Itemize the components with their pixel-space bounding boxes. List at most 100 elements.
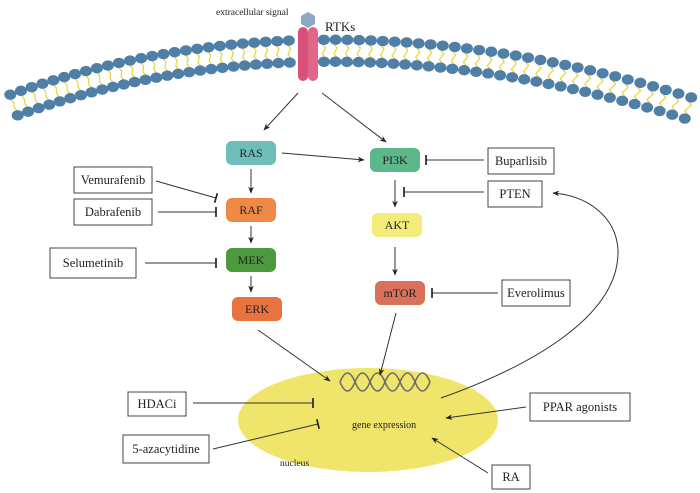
lipid-tail [96, 72, 103, 86]
lipid-head [90, 63, 103, 74]
arrow-ras-pi3k [281, 152, 365, 163]
lipid-head [554, 81, 567, 92]
lipid-tail [344, 44, 350, 58]
lipid-head [179, 45, 192, 56]
lipid-head [584, 65, 597, 76]
cell-membrane [4, 34, 698, 124]
svg-text:AKT: AKT [385, 218, 410, 232]
lipid-head [64, 93, 77, 104]
lipid-head [596, 68, 609, 79]
svg-text:Selumetinib: Selumetinib [63, 256, 123, 270]
lipid-tail [510, 60, 518, 73]
lipid-head [482, 68, 495, 79]
drug-selumetinib: Selumetinib [49, 247, 137, 279]
lipid-head [634, 77, 647, 89]
svg-text:5-azacytidine: 5-azacytidine [132, 442, 200, 456]
svg-text:PTEN: PTEN [499, 187, 530, 201]
lipid-head [249, 59, 262, 70]
lipid-tail [162, 58, 168, 72]
lipid-head [375, 57, 388, 69]
lipid-head [546, 57, 559, 68]
lipid-tail [671, 98, 680, 111]
lipid-head [282, 35, 295, 46]
inhibit-vemurafenib-raf [155, 180, 219, 204]
lipid-head [32, 102, 45, 114]
drug-hdaci: HDACi [127, 391, 187, 417]
lipid-tail [173, 56, 179, 70]
lipid-tail [118, 67, 125, 80]
lipid-head [542, 78, 555, 90]
lipid-tail [356, 44, 362, 58]
lipid-head [387, 58, 400, 69]
lipid-head [666, 109, 679, 120]
arrow-ppar-nucleus [445, 406, 527, 420]
extracellular-signal-label: extracellular signal [216, 8, 289, 18]
lipid-head [183, 66, 196, 78]
drug-everolimus: Everolimus [501, 279, 571, 307]
node-akt: AKT [372, 213, 422, 237]
svg-text:RAF: RAF [239, 203, 263, 217]
lipid-head [473, 44, 486, 56]
lipid-tail [74, 78, 82, 91]
lipid-head [191, 43, 204, 54]
arrow-gene-pten [440, 190, 619, 399]
lipid-head [376, 35, 389, 47]
lipid-head [436, 40, 449, 51]
lipid-head [161, 70, 174, 81]
lipid-head [659, 84, 672, 96]
node-mtor: mTOR [375, 281, 425, 305]
lipid-tail [608, 80, 617, 94]
lipid-head [124, 55, 137, 66]
node-erk: ERK [232, 297, 282, 321]
lipid-head [227, 61, 240, 72]
lipid-head [621, 74, 634, 85]
lipid-head [139, 74, 152, 86]
svg-text:Buparlisib: Buparlisib [495, 154, 547, 168]
lipid-head [566, 83, 579, 95]
drug-vemurafenib: Vemurafenib [73, 166, 153, 194]
lipid-head [74, 90, 87, 101]
svg-text:mTOR: mTOR [383, 286, 416, 300]
lipid-head [591, 89, 604, 100]
lipid-tail [474, 54, 481, 68]
lipid-head [329, 34, 342, 45]
lipid-head [678, 113, 691, 124]
lipid-head [579, 86, 592, 97]
lipid-tail [683, 101, 693, 115]
nucleus-label: nucleus [280, 459, 309, 469]
lipid-head [172, 68, 185, 80]
inhibition-lines [145, 155, 498, 450]
lipid-tail [486, 56, 493, 69]
lipid-tail [42, 88, 50, 101]
lipid-head [101, 60, 114, 71]
lipid-head [150, 72, 163, 83]
lipid-head [11, 110, 24, 121]
dna-helix-icon [339, 372, 431, 392]
lipid-head [96, 84, 109, 95]
svg-text:PI3K: PI3K [382, 153, 408, 167]
lipid-head [225, 39, 238, 50]
lipid-tail [584, 74, 592, 88]
lipid-head [609, 71, 622, 82]
ligand-hexagon [301, 12, 315, 28]
lipid-head [53, 96, 66, 107]
lipid-tail [140, 62, 146, 76]
arrow-mtor-nucleus [378, 312, 397, 376]
lipid-head [399, 59, 412, 70]
drug-ra: RA [491, 464, 531, 490]
node-pi3k: PI3K [370, 148, 420, 172]
lipid-head [69, 68, 82, 80]
lipid-tail [633, 87, 642, 100]
lipid-head [460, 43, 473, 54]
lipid-tail [275, 45, 280, 59]
lipid-head [135, 53, 148, 64]
drug-buparlisib: Buparlisib [487, 147, 555, 175]
lipid-tail [426, 49, 433, 62]
node-mek: MEK [226, 248, 276, 272]
lipid-head [685, 92, 698, 103]
lipid-head [672, 88, 685, 99]
lipid-tail [450, 51, 457, 65]
lipid-tail [107, 70, 114, 83]
lipid-head [79, 65, 92, 77]
